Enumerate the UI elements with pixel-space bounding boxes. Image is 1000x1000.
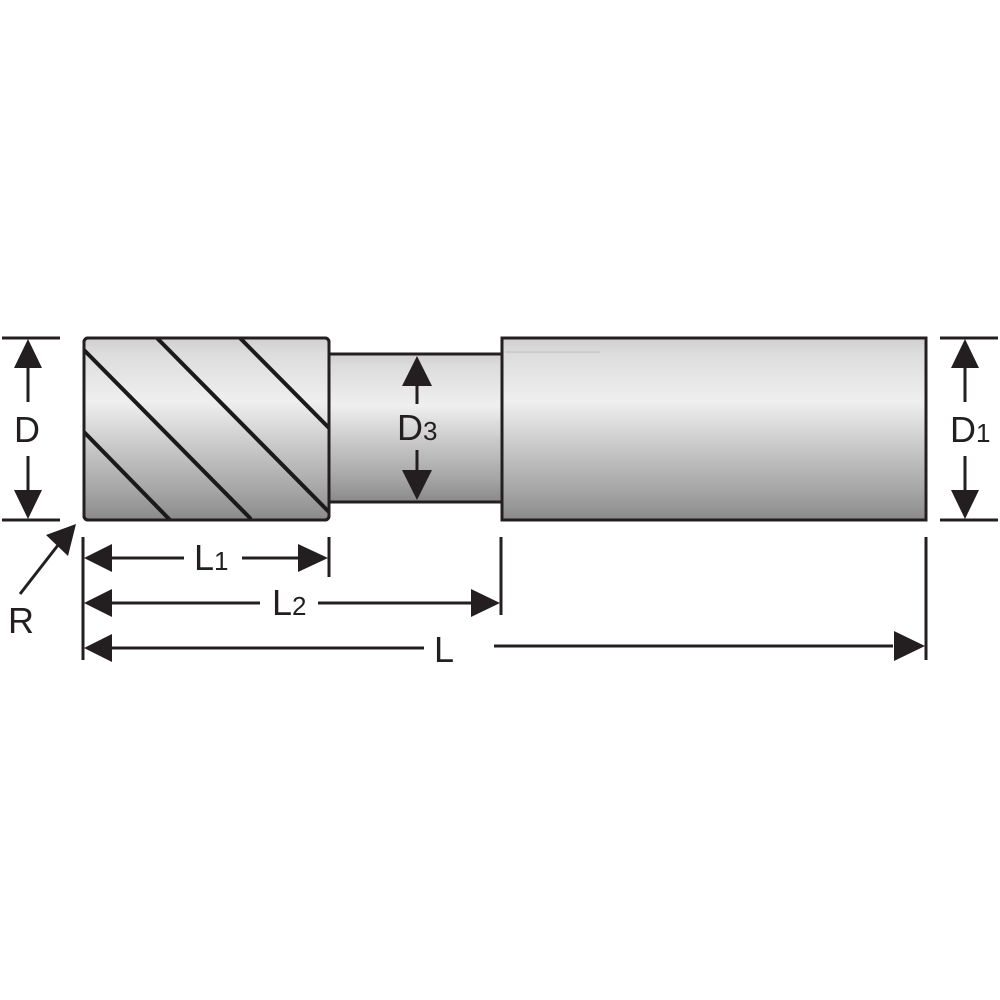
arrow-down-icon xyxy=(14,490,42,519)
label-l: L xyxy=(434,629,454,670)
arrow-right-icon xyxy=(298,544,328,572)
dimension-l2: L2 xyxy=(84,582,500,623)
label-l2: L2 xyxy=(272,582,307,623)
extension-lines xyxy=(81,537,928,660)
arrow-down-icon xyxy=(951,490,979,519)
label-d3: D3 xyxy=(397,407,437,448)
dimension-d3: D3 xyxy=(397,356,437,500)
arrow-left-icon xyxy=(84,589,112,617)
dimension-l: L xyxy=(84,629,925,670)
label-r: R xyxy=(8,600,34,641)
label-d: D xyxy=(14,409,40,450)
dimension-d1: D1 xyxy=(940,336,998,522)
shank xyxy=(500,336,928,522)
arrow-diagonal-icon xyxy=(46,524,76,556)
arrow-left-icon xyxy=(84,634,112,662)
arrow-up-icon xyxy=(951,339,979,368)
arrow-left-icon xyxy=(84,544,112,572)
dimension-d: D xyxy=(2,336,60,522)
arrow-up-icon xyxy=(14,339,42,368)
label-d1: D1 xyxy=(950,409,990,450)
arrow-right-icon xyxy=(894,631,925,661)
cutting-head xyxy=(82,336,331,522)
dimension-l1: L1 xyxy=(84,537,328,578)
label-l1: L1 xyxy=(194,537,229,578)
arrow-right-icon xyxy=(471,589,500,617)
dimension-r: R xyxy=(8,524,76,641)
arrow-up-icon xyxy=(402,356,432,386)
arrow-down-icon xyxy=(402,470,432,500)
